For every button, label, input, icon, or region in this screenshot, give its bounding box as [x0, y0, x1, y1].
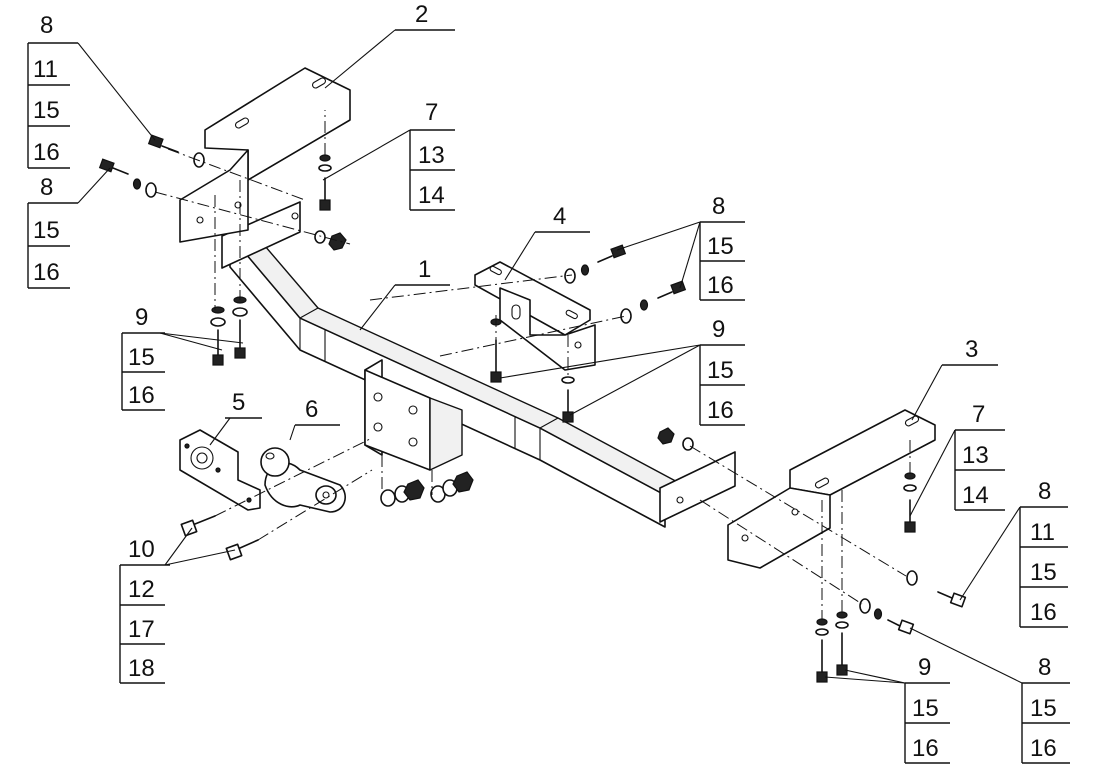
callout-7-13-14-top: 7 13 14 — [409, 99, 455, 211]
callout-label: 11 — [1030, 519, 1055, 546]
leader-lines — [77, 29, 1023, 684]
part-label-3: 3 — [942, 336, 998, 366]
callout-9-15-16-left: 9 15 16 — [121, 304, 165, 411]
callout-label: 9 — [918, 654, 931, 681]
callout-label: 14 — [418, 182, 445, 209]
callout-label: 13 — [418, 142, 445, 169]
callout-label: 18 — [128, 655, 155, 682]
callout-label: 16 — [128, 382, 155, 409]
callout-label: 11 — [33, 56, 58, 83]
assembly-center-lines — [154, 110, 911, 620]
callout-10-12-17-18: 10 12 17 18 — [119, 536, 170, 684]
callout-8-15-16-middle: 8 15 16 — [699, 193, 745, 301]
tow-ball-part-6 — [260, 447, 346, 513]
right-bracket-part-3 — [727, 409, 936, 569]
socket-plate-part-5 — [179, 429, 261, 511]
part-number: 5 — [232, 389, 245, 416]
callout-label: 16 — [1030, 599, 1057, 626]
callout-label: 7 — [425, 99, 438, 126]
callout-label: 17 — [128, 616, 155, 643]
callout-label: 13 — [962, 442, 989, 469]
part-number: 4 — [553, 203, 566, 230]
middle-bracket-part-4 — [474, 261, 596, 371]
callout-label: 16 — [33, 259, 60, 286]
callout-label: 15 — [912, 695, 939, 722]
callout-label: 7 — [972, 401, 985, 428]
callout-label: 10 — [128, 536, 155, 563]
callout-label: 8 — [1038, 654, 1051, 681]
callout-label: 15 — [128, 344, 155, 371]
part-number: 1 — [418, 256, 431, 283]
callout-label: 15 — [707, 233, 734, 260]
callout-8-15-16-left: 8 15 16 — [27, 174, 78, 289]
part-number: 6 — [305, 396, 318, 423]
callout-label: 9 — [712, 316, 725, 343]
callout-label: 16 — [33, 139, 60, 166]
callout-label: 12 — [128, 576, 155, 603]
callout-label: 15 — [33, 97, 60, 124]
part-number: 3 — [965, 336, 978, 363]
part-label-5: 5 — [225, 389, 262, 419]
part-label-4: 4 — [535, 203, 590, 233]
callout-9-15-16-middle: 9 15 16 — [699, 316, 745, 426]
callout-label: 16 — [707, 272, 734, 299]
callout-label: 15 — [1030, 559, 1057, 586]
fasteners — [98, 134, 967, 683]
callout-label: 15 — [1030, 695, 1057, 722]
callout-label: 8 — [712, 193, 725, 220]
callout-label: 15 — [33, 217, 60, 244]
crossbar-part-1 — [221, 201, 736, 528]
callout-label: 16 — [1030, 735, 1057, 762]
callout-8-11-15-16-right: 8 11 15 16 — [1019, 478, 1068, 628]
callout-label: 9 — [135, 304, 148, 331]
callout-label: 14 — [962, 482, 989, 509]
part-number: 2 — [415, 1, 428, 28]
callout-label: 8 — [40, 174, 53, 201]
callout-label: 8 — [40, 12, 53, 39]
callout-label: 8 — [1038, 478, 1051, 505]
callout-label: 16 — [707, 397, 734, 424]
callout-label: 16 — [912, 735, 939, 762]
callout-9-15-16-bottom: 9 15 16 — [904, 654, 950, 764]
callout-7-13-14-right: 7 13 14 — [954, 401, 1005, 511]
callout-8-11-15-16-top-left: 8 11 15 16 — [27, 12, 78, 169]
callout-8-15-16-bottom-right: 8 15 16 — [1021, 654, 1070, 764]
left-bracket-part-2 — [179, 67, 351, 243]
part-label-2: 2 — [395, 1, 455, 31]
callout-label: 15 — [707, 357, 734, 384]
part-label-1: 1 — [395, 256, 450, 286]
part-label-6: 6 — [295, 396, 340, 426]
